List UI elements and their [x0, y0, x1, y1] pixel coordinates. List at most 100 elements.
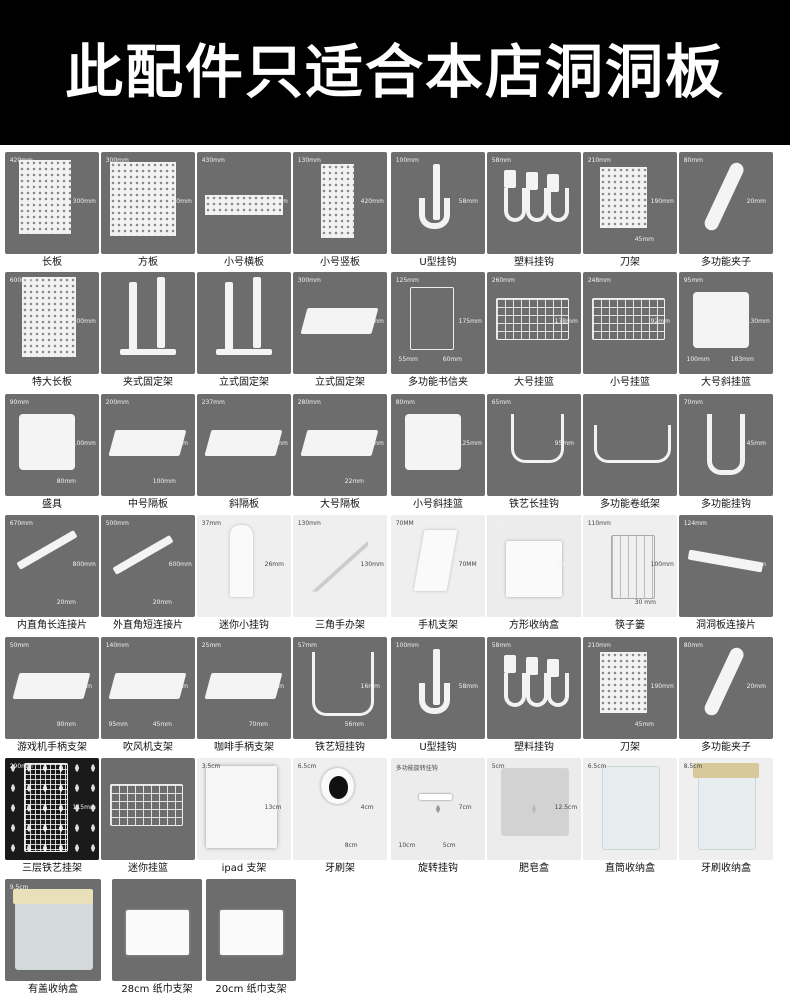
dimension-label: 70MM — [395, 520, 414, 528]
dimension-label: 500mm — [105, 520, 129, 528]
product-label: 长板 — [42, 257, 62, 268]
dimension-label: 4cm — [360, 803, 374, 811]
dimension-label: 80mm — [683, 642, 704, 650]
product-label: 中号隔板 — [128, 499, 168, 510]
dimension-label: 50mm — [9, 642, 30, 650]
dimension-label: 45mm — [152, 720, 173, 728]
pegboard-image — [19, 160, 71, 234]
product-cell[interactable]: 立式固定架 — [197, 272, 291, 392]
product-cell[interactable]: 迷你挂篮 — [101, 758, 195, 878]
connector-image — [16, 529, 78, 570]
product-label: 三层铁艺挂架 — [22, 863, 82, 874]
dimension-label: 600mm — [168, 560, 192, 568]
dimension-label: 178mm — [554, 317, 578, 325]
dimension-label: 10cm — [398, 841, 416, 849]
dimension-label: 8cm — [344, 841, 358, 849]
product-cell[interactable]: 多功能卷纸架 — [583, 394, 677, 514]
dimension-label: 30 mm — [634, 598, 656, 606]
product-image: 110mm 100mm 30 mm — [583, 515, 677, 617]
dimension-label: 80mm — [683, 157, 704, 165]
product-cell[interactable]: 夹式固定架 — [101, 272, 195, 392]
dimension-label: 110mm — [587, 520, 611, 528]
dimension-label: 58mm — [458, 197, 478, 205]
hook-curve-image — [547, 187, 570, 223]
dimension-label: 70MM — [458, 560, 477, 568]
dimension-label: 100mm — [650, 560, 674, 568]
hook-image — [433, 649, 441, 706]
pegboard-image — [321, 164, 355, 238]
dimension-label: 20mm — [746, 560, 766, 568]
product-label: 直筒收纳盒 — [605, 863, 655, 874]
product-label: 迷你挂篮 — [128, 863, 168, 874]
product-label: 斜隔板 — [229, 499, 259, 510]
tissue-holder-image — [125, 909, 189, 956]
dimension-label: 280mm — [297, 399, 321, 407]
pegboard-image — [599, 167, 647, 229]
dimension-label: 8.5cm — [683, 763, 703, 771]
dimension-label: 58mm — [491, 157, 512, 165]
product-label: 大号隔板 — [320, 499, 360, 510]
dimension-label: 190mm — [650, 682, 674, 690]
bracket-image — [225, 282, 234, 354]
product-label: 咖啡手柄支架 — [214, 742, 274, 753]
box-image — [19, 414, 76, 471]
product-image — [101, 758, 195, 860]
product-cell[interactable]: 28cm 纸巾支架 — [112, 879, 202, 999]
product-image — [206, 879, 296, 981]
dimension-label: 56mm — [344, 720, 365, 728]
product-label: 28cm 纸巾支架 — [121, 984, 193, 995]
dimension-label: 26mm — [264, 560, 284, 568]
wire-short-hook-image — [311, 652, 375, 717]
dimension-label: 20mm — [56, 598, 77, 606]
product-cell[interactable]: 20cm 纸巾支架 — [206, 879, 296, 999]
